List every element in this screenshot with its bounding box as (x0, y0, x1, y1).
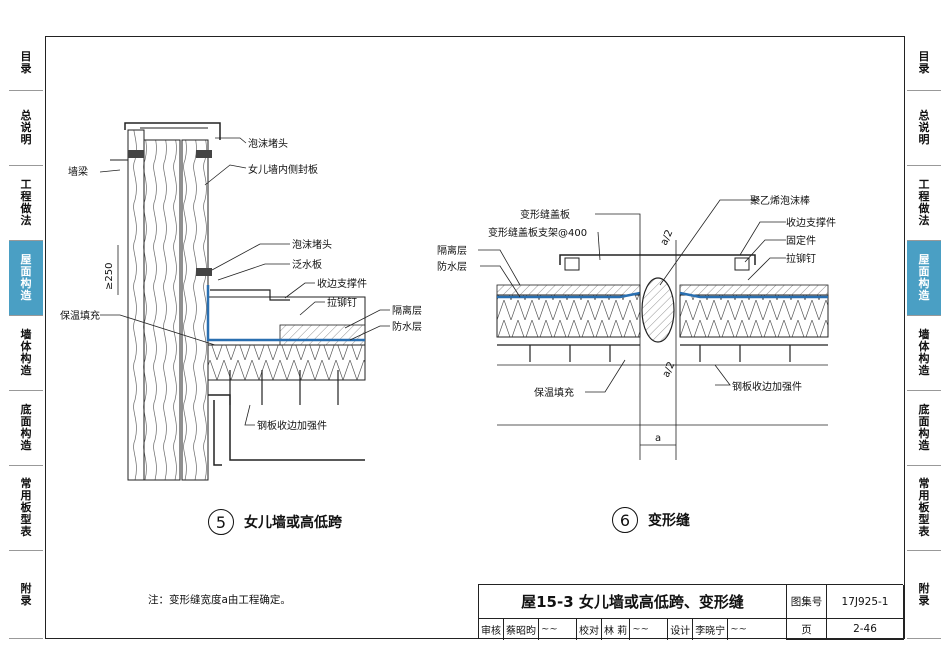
right-tab-2[interactable]: 工程做法 (907, 166, 941, 241)
right-tab-0[interactable]: 目录 (907, 36, 941, 91)
d5-insulation-fill: 保温填充 (60, 309, 100, 322)
detail-5-number: 5 (208, 509, 234, 535)
tab-label: 总说明 (20, 109, 32, 146)
left-tab-2[interactable]: 工程做法 (9, 166, 43, 241)
reviewer-signature: ~~ (539, 619, 577, 640)
right-tab-5[interactable]: 底面构造 (907, 391, 941, 466)
atlas-number: 17J925-1 (827, 585, 904, 619)
page-label: 页 (787, 619, 827, 640)
d6-rivet: 拉铆钉 (786, 252, 816, 265)
right-tab-6[interactable]: 常用板型表 (907, 466, 941, 551)
d6-pe-foam-rod: 聚乙烯泡沫棒 (750, 194, 810, 207)
d6-isolation: 隔离层 (437, 244, 467, 257)
d5-isolation: 隔离层 (392, 304, 422, 317)
right-tab-strip: 目录总说明工程做法屋面构造墙体构造底面构造常用板型表附录 (907, 36, 941, 639)
detail-6-number: 6 (612, 507, 638, 533)
d5-flashing: 泛水板 (292, 258, 322, 271)
d6-a2-bottom: a/2 (661, 360, 678, 379)
d5-parapet-seal: 女儿墙内侧封板 (248, 163, 318, 176)
tab-label: 底面构造 (918, 403, 930, 452)
left-tab-3[interactable]: 屋面构造 (9, 241, 43, 316)
review-label: 审核 (479, 619, 504, 640)
detail-6-graphic: 聚乙烯泡沫棒 变形缝盖板 变形缝盖板支架@400 收边支撑件 固定件 隔离层 防… (437, 194, 836, 460)
left-tab-6[interactable]: 常用板型表 (9, 466, 43, 551)
d5-foam-plug-top: 泡沫堵头 (248, 137, 288, 150)
d5-foam-plug: 泡沫堵头 (292, 238, 332, 251)
right-tab-3[interactable]: 屋面构造 (907, 241, 941, 316)
detail-6-caption: 6 变形缝 (612, 507, 690, 533)
tab-label: 附录 (918, 581, 930, 607)
tab-label: 目录 (20, 50, 32, 75)
reviewer-name: 蔡昭昀 (504, 619, 539, 640)
checker-signature: ~~ (630, 619, 669, 640)
left-tab-strip: 目录总说明工程做法屋面构造墙体构造底面构造常用板型表附录 (9, 36, 43, 639)
note-text: 注：变形缝宽度a由工程确定。 (148, 594, 291, 606)
check-label: 校对 (577, 619, 602, 640)
detail-5-title: 女儿墙或高低跨 (244, 515, 342, 531)
right-tab-7[interactable]: 附录 (907, 551, 941, 639)
d5-steel-reinforce: 钢板收边加强件 (257, 419, 327, 432)
page-number: 2-46 (827, 619, 904, 640)
left-tab-0[interactable]: 目录 (9, 36, 43, 91)
detail-5-caption: 5 女儿墙或高低跨 (208, 509, 342, 535)
d6-steel-reinforce: 钢板收边加强件 (732, 380, 802, 393)
tab-label: 常用板型表 (918, 477, 930, 538)
d6-a2-top: a/2 (659, 228, 676, 247)
d5-wall-beam: 墙梁 (68, 165, 88, 178)
designer-name: 李晓宁 (693, 619, 729, 640)
tab-label: 屋面构造 (918, 253, 930, 302)
signature-row: 审核 蔡昭昀 ~~ 校对 林 莉 ~~ 设计 李晓宁 ~~ (479, 619, 787, 640)
left-tab-5[interactable]: 底面构造 (9, 391, 43, 466)
d6-fixing: 固定件 (786, 234, 816, 247)
detail-6-title: 变形缝 (648, 513, 690, 529)
d5-rivet: 拉铆钉 (327, 296, 357, 309)
design-label: 设计 (668, 619, 694, 640)
tab-label: 总说明 (918, 109, 930, 146)
tab-label: 附录 (20, 581, 32, 607)
d5-waterproof: 防水层 (392, 320, 422, 333)
tab-label: 工程做法 (918, 178, 930, 227)
detail-5-graphic: 泡沫堵头 女儿墙内侧封板 墙梁 泡沫堵头 泛水板 收边支撑件 ≥250 拉铆钉 … (60, 122, 422, 481)
right-tab-1[interactable]: 总说明 (907, 91, 941, 166)
d6-waterproof: 防水层 (437, 260, 467, 273)
designer-signature: ~~ (730, 624, 747, 635)
title-block: 屋15-3 女儿墙或高低跨、变形缝 图集号 17J925-1 审核 蔡昭昀 ~~… (478, 584, 904, 640)
left-tab-7[interactable]: 附录 (9, 551, 43, 639)
left-tab-1[interactable]: 总说明 (9, 91, 43, 166)
left-tab-4[interactable]: 墙体构造 (9, 316, 43, 391)
tab-label: 底面构造 (20, 403, 32, 452)
checker-name: 林 莉 (602, 619, 631, 640)
d5-edge-support: 收边支撑件 (317, 277, 367, 290)
tab-label: 目录 (918, 50, 930, 75)
d5-dim-250: ≥250 (104, 263, 115, 290)
sheet-title: 屋15-3 女儿墙或高低跨、变形缝 (479, 585, 787, 619)
d6-cover-bracket: 变形缝盖板支架@400 (488, 226, 587, 239)
right-tab-4[interactable]: 墙体构造 (907, 316, 941, 391)
d6-insulation-fill: 保温填充 (534, 386, 574, 399)
drawing-frame (45, 36, 905, 639)
tab-label: 墙体构造 (20, 328, 32, 377)
d6-joint-cover: 变形缝盖板 (520, 208, 570, 221)
tab-label: 墙体构造 (918, 328, 930, 377)
atlas-label: 图集号 (787, 585, 827, 619)
d6-dim-a: a (655, 433, 661, 444)
tab-label: 工程做法 (20, 178, 32, 227)
d6-edge-support: 收边支撑件 (786, 216, 836, 229)
tab-label: 屋面构造 (20, 253, 32, 302)
tab-label: 常用板型表 (20, 477, 32, 538)
